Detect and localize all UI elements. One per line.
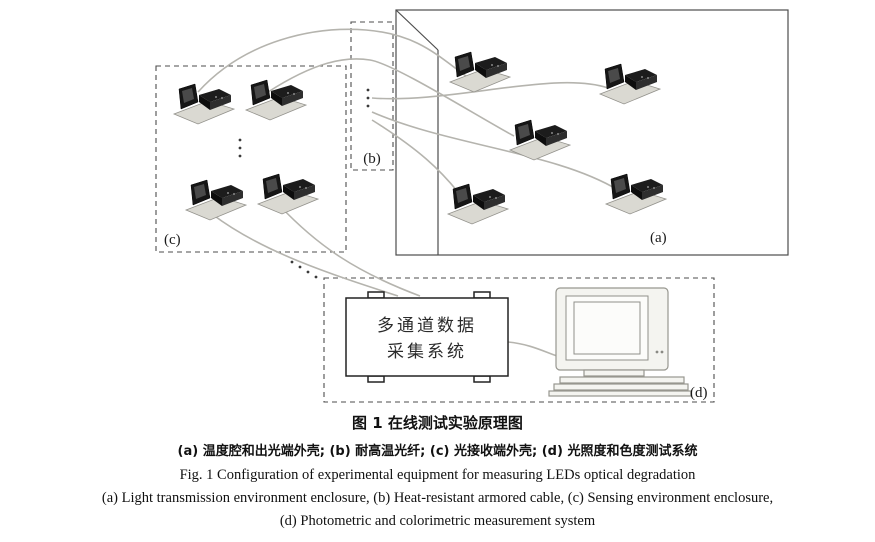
cable-line (371, 119, 459, 193)
enclosure-c-devices (173, 79, 319, 221)
device-icon (599, 63, 661, 105)
enclosure-d-box (323, 277, 715, 403)
monitor-knob (660, 350, 664, 354)
daq-label-line2: 采集系统 (387, 342, 467, 362)
caption-en-parts-2: (d) Photometric and colorimetric measure… (279, 513, 596, 529)
daq-tab (367, 291, 385, 299)
daq-label-line1: 多通道数据 (377, 316, 477, 336)
device-icon (447, 183, 509, 225)
caption-en-title: Fig. 1 Configuration of experimental equ… (179, 467, 696, 483)
caption-en-parts-1: (a) Light transmission environment enclo… (101, 490, 774, 506)
caption-cn-title: 图 1 在线测试实验原理图 (352, 414, 523, 432)
ellipsis-dots-b (366, 88, 370, 108)
device-icon (449, 51, 511, 93)
device-icon (245, 79, 307, 121)
device-icon (509, 119, 571, 161)
label-a: (a) (650, 230, 667, 246)
fiber-cables (197, 28, 619, 357)
computer-icon (548, 287, 692, 397)
ellipsis-dots-d (290, 260, 318, 279)
daq-tab (473, 291, 491, 299)
keyboard-slat (559, 376, 685, 384)
caption-cn-parts: (a) 温度腔和出光端外壳; (b) 耐高温光纤; (c) 光接收端外壳; (d… (177, 444, 698, 459)
keyboard-slat (548, 390, 692, 397)
enclosure-a-box (395, 9, 789, 256)
label-c: (c) (164, 232, 181, 248)
enclosure-c-box (155, 65, 347, 253)
figure-caption: 图 1 在线测试实验原理图 (a) 温度腔和出光端外壳; (b) 耐高温光纤; … (0, 412, 875, 530)
keyboard-slat (553, 383, 689, 391)
device-icon (185, 179, 247, 221)
device-icon (173, 83, 235, 125)
cable-line (211, 213, 399, 297)
enclosure-a-devices (447, 51, 667, 225)
cable-line (279, 205, 421, 297)
cable-line (371, 81, 609, 100)
cable-line (507, 341, 558, 357)
label-d: (d) (690, 385, 708, 401)
device-icon (605, 173, 667, 215)
cable-line (267, 58, 515, 137)
ellipsis-dots-c (238, 138, 242, 158)
monitor-knob (655, 350, 659, 354)
cable-line (197, 28, 467, 93)
daq-tab (473, 375, 491, 383)
monitor-stand (583, 369, 645, 377)
enclosure-b-box (350, 21, 394, 171)
device-icon (257, 173, 319, 215)
experiment-diagram: 多通道数据 采集系统 (a) (b) (c) (d) (155, 9, 789, 403)
cable-line (371, 111, 619, 191)
daq-system-box: 多通道数据 采集系统 (345, 291, 509, 383)
label-b: (b) (363, 151, 381, 167)
daq-tab (367, 375, 385, 383)
monitor-screen (573, 301, 641, 355)
